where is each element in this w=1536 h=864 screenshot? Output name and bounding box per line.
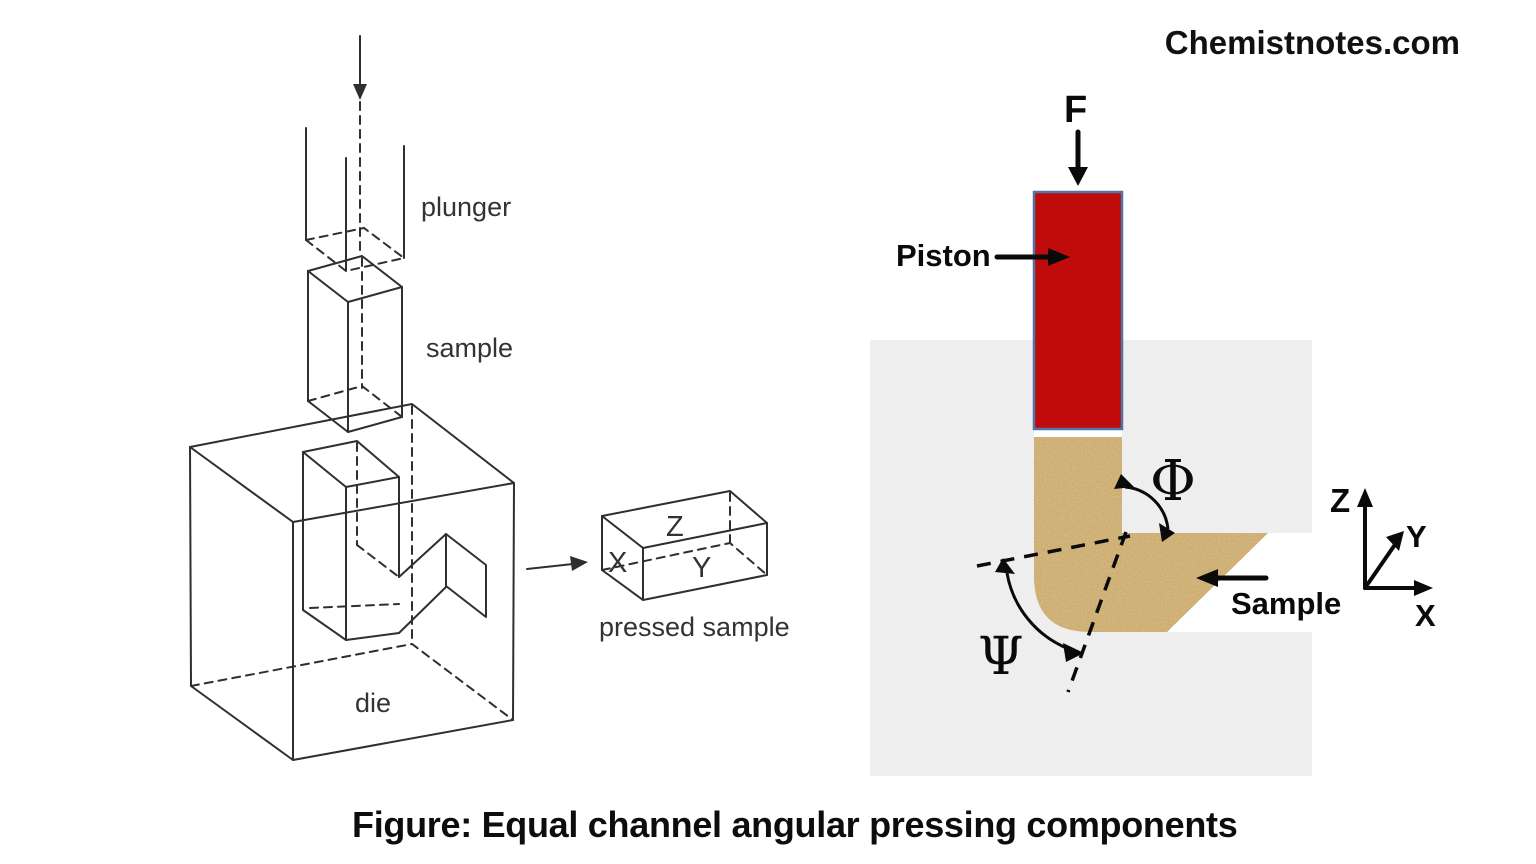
psi-angle-label: Ψ xyxy=(978,627,1024,687)
force-label: F xyxy=(1064,89,1087,131)
piston-shape xyxy=(1032,190,1124,431)
eject-arrow-shaft xyxy=(526,563,574,570)
phi-arc-head-bottom xyxy=(1159,523,1175,542)
pressed-axis-x-label: X xyxy=(608,547,627,579)
pressed-axis-z-label: Z xyxy=(666,511,684,543)
left-figure: plunger sample die pressed sample Z X Y xyxy=(189,35,790,761)
piston-pointer-head xyxy=(1048,248,1070,266)
psi-dashed-line-2 xyxy=(1066,531,1128,693)
axis-x-label: X xyxy=(1415,598,1436,633)
sample-label-right: Sample xyxy=(1231,586,1341,621)
eject-arrow-head xyxy=(570,556,588,571)
plunger-wireframe xyxy=(305,127,405,273)
x-axis-head xyxy=(1414,580,1433,596)
press-arrow-head xyxy=(353,84,367,100)
die-wireframe xyxy=(189,403,515,761)
die-channel-wireframe xyxy=(302,440,487,641)
right-figure: F Piston Sample Φ Ψ Z Y X xyxy=(870,89,1436,776)
pressed-sample-wireframe xyxy=(601,490,768,601)
y-axis-line xyxy=(1363,544,1396,590)
axes-triad xyxy=(1357,488,1433,596)
phi-angle-arc xyxy=(1124,485,1170,530)
axis-z-label: Z xyxy=(1330,482,1350,519)
phi-arc-head-top xyxy=(1114,474,1134,489)
psi-arc-head-top xyxy=(995,558,1015,574)
sample-label: sample xyxy=(426,333,513,363)
sample-pointer-head xyxy=(1196,569,1218,587)
piston-label: Piston xyxy=(896,238,991,273)
y-axis-head xyxy=(1386,531,1404,551)
die-label: die xyxy=(355,688,391,718)
pressed-axis-y-label: Y xyxy=(692,552,711,584)
sample-wireframe xyxy=(307,255,403,433)
site-watermark: Chemistnotes.com xyxy=(1164,24,1460,61)
axis-y-label: Y xyxy=(1406,519,1427,554)
psi-arc-head-right xyxy=(1063,643,1084,662)
plunger-label: plunger xyxy=(421,192,511,222)
phi-angle-label: Φ xyxy=(1150,449,1196,514)
force-arrow-head xyxy=(1068,167,1088,186)
figure-caption: Figure: Equal channel angular pressing c… xyxy=(352,804,1238,845)
z-axis-head xyxy=(1357,488,1373,507)
psi-angle-arc xyxy=(1005,572,1070,651)
pressed-sample-label: pressed sample xyxy=(599,612,790,642)
